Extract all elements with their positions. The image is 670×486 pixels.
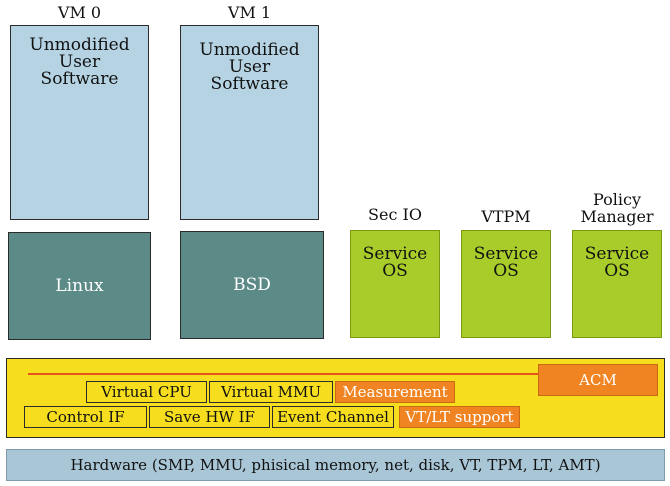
virtual-mmu-box: Virtual MMU	[209, 381, 333, 403]
service-policy-title-line: Policy	[593, 190, 641, 209]
hardware-layer: Hardware (SMP, MMU, phisical memory, net…	[6, 449, 665, 481]
virtual-mmu-label: Virtual MMU	[220, 383, 322, 401]
virtual-cpu-label: Virtual CPU	[101, 383, 192, 401]
service-os-line: Service	[584, 244, 650, 264]
service-policy-title-line: Manager	[580, 207, 654, 226]
service-os-line: OS	[493, 261, 519, 281]
vm1-guest-os: BSD	[180, 231, 324, 339]
virtual-cpu-box: Virtual CPU	[86, 381, 207, 403]
service-secio-os: Service OS	[350, 230, 440, 338]
vm1-software-line: User	[228, 57, 271, 77]
hypervisor-divider-line	[28, 373, 539, 375]
control-if-label: Control IF	[46, 408, 125, 426]
acm-box: ACM	[538, 364, 658, 396]
save-hw-if-label: Save HW IF	[164, 408, 255, 426]
service-os-line: OS	[604, 261, 630, 281]
vm0-software-line: Unmodified	[29, 35, 130, 55]
service-os-line: OS	[382, 261, 408, 281]
measurement-box: Measurement	[335, 381, 455, 403]
event-channel-label: Event Channel	[277, 408, 389, 426]
event-channel-box: Event Channel	[272, 406, 394, 428]
save-hw-if-box: Save HW IF	[149, 406, 270, 428]
vt-lt-support-label: VT/LT support	[405, 408, 514, 426]
vt-lt-support-box: VT/LT support	[399, 406, 520, 428]
vm0-guest-os: Linux	[8, 232, 151, 340]
vm1-title: VM 1	[227, 3, 272, 22]
service-secio-title: Sec IO	[368, 205, 422, 224]
acm-label: ACM	[579, 371, 617, 389]
vm0-software-line: Software	[40, 69, 119, 89]
service-os-line: Service	[362, 244, 428, 264]
vm1-user-software: Unmodified User Software	[180, 25, 319, 220]
vm0-os-label: Linux	[55, 276, 104, 296]
service-os-line: Service	[473, 244, 539, 264]
vm1-software-line: Software	[210, 74, 289, 94]
hardware-label: Hardware (SMP, MMU, phisical memory, net…	[70, 456, 601, 474]
vm0-title: VM 0	[57, 3, 102, 22]
vm0-user-software: Unmodified User Software	[10, 25, 149, 220]
service-vtpm-title: VTPM	[481, 207, 531, 226]
service-policy-os: Service OS	[572, 230, 662, 338]
measurement-label: Measurement	[342, 383, 448, 401]
service-vtpm-os: Service OS	[461, 230, 551, 338]
service-policy-title: Policy Manager	[572, 191, 662, 225]
vm0-software-line: User	[58, 52, 101, 72]
vm1-os-label: BSD	[233, 275, 271, 295]
control-if-box: Control IF	[24, 406, 147, 428]
vm1-software-line: Unmodified	[199, 40, 300, 60]
